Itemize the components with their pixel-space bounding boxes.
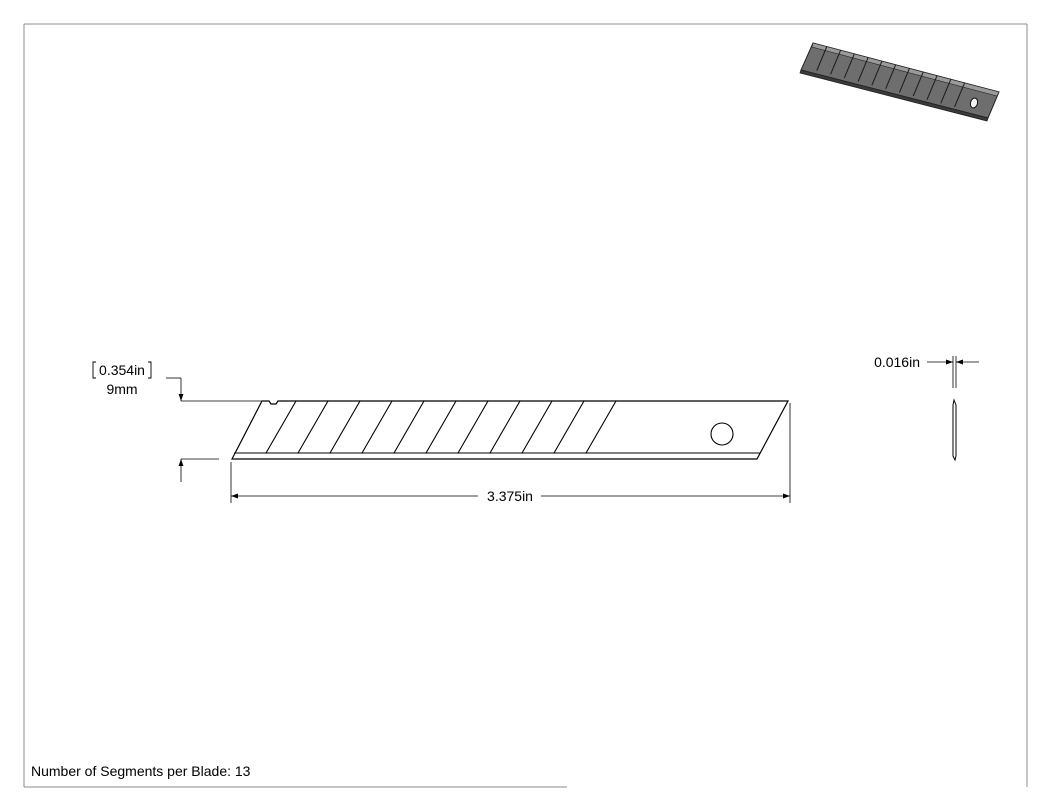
blade-front-view: [231, 400, 790, 460]
segment-score-line: [425, 400, 457, 454]
length-dimension: 3.375in: [230, 403, 791, 504]
blade-mounting-hole: [710, 422, 734, 446]
isometric-score-line: [954, 82, 966, 108]
isometric-score-line: [898, 68, 910, 93]
segment-score-line: [329, 400, 361, 454]
segment-score-line: [489, 400, 521, 454]
isometric-score-line: [843, 53, 855, 79]
segment-score-line: [521, 400, 553, 454]
isometric-score-line: [926, 75, 938, 100]
height-inch-label: 0.354in: [99, 362, 145, 378]
blade-segment-lines: [265, 400, 617, 454]
segment-score-line: [265, 400, 297, 454]
segments-note: Number of Segments per Blade: 13: [31, 763, 251, 779]
isometric-score-line: [816, 46, 828, 71]
segment-score-line: [393, 400, 425, 454]
blade-side-view: 0.016in: [874, 354, 979, 462]
segment-score-line: [297, 400, 329, 454]
length-inch-label: 3.375in: [487, 488, 533, 504]
isometric-segment-lines: [816, 46, 966, 108]
segment-score-line: [553, 400, 585, 454]
segment-score-line: [457, 400, 489, 454]
thickness-inch-label: 0.016in: [874, 354, 920, 370]
isometric-score-line: [912, 71, 924, 97]
segment-score-line: [361, 400, 393, 454]
isometric-score-line: [871, 60, 883, 86]
segment-score-line: [585, 400, 617, 454]
isometric-score-line: [940, 79, 952, 104]
isometric-score-line: [885, 64, 897, 89]
height-mm-label: 9mm: [106, 381, 137, 397]
isometric-score-line: [857, 57, 869, 82]
height-dimension: 0.354in 9mm: [92, 361, 262, 482]
isometric-blade-view: [799, 42, 1000, 122]
sheet-frame: [23, 23, 1028, 788]
isometric-score-line: [830, 50, 842, 75]
blade-outline: [231, 400, 790, 460]
isometric-mounting-hole: [969, 97, 979, 109]
